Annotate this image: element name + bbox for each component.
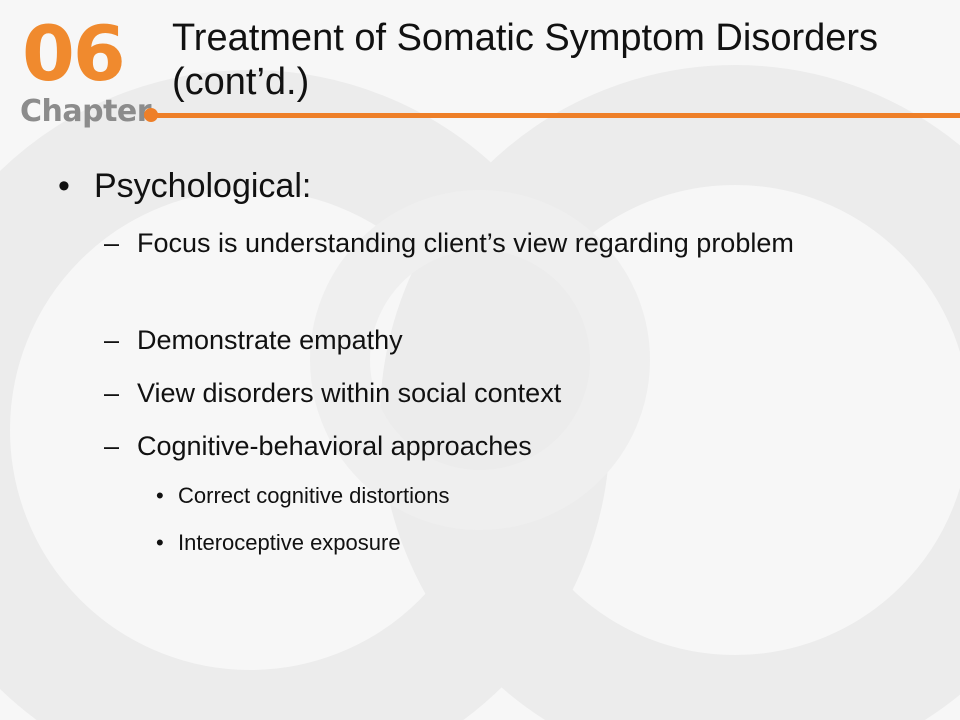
title-rule: [150, 113, 960, 118]
dash-marker: –: [104, 228, 120, 258]
bullet-marker: •: [58, 167, 70, 205]
sub-sub-bullet-text: Correct cognitive distortions: [178, 483, 450, 508]
sub-sub-bullet-text: Interoceptive exposure: [178, 530, 401, 555]
sub-bullet-text: View disorders within social context: [137, 378, 562, 408]
chapter-number: 06: [22, 9, 126, 98]
dash-marker: –: [104, 325, 120, 355]
title-rule-dot: [144, 108, 158, 122]
bullet-marker: •: [156, 483, 164, 508]
sub-bullet-text: Cognitive-behavioral approaches: [137, 431, 532, 461]
chapter-badge: 06 Chapter: [18, 9, 152, 134]
dash-marker: –: [104, 378, 120, 408]
bullet-text: Psychological:: [94, 167, 312, 205]
bullet-marker: •: [156, 530, 164, 555]
sub-bullet-text: Demonstrate empathy: [137, 325, 403, 355]
slide-title: Treatment of Somatic Symptom Disorders (…: [172, 17, 879, 103]
chapter-label: Chapter: [20, 94, 152, 129]
dash-marker: –: [104, 431, 120, 461]
sub-bullet-text: Focus is understanding client’s view reg…: [137, 228, 794, 258]
